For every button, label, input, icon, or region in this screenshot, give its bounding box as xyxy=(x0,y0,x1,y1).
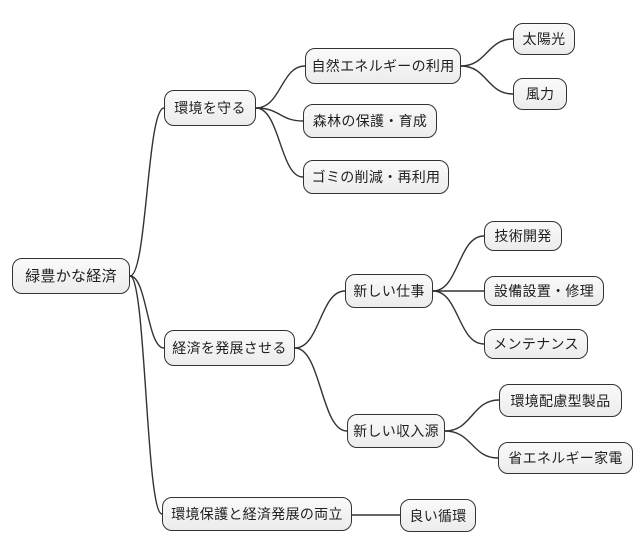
connector-protect-forest xyxy=(255,107,304,122)
node-forest-protection: 森林の保護・育成 xyxy=(303,104,437,138)
node-maintenance: メンテナンス xyxy=(484,329,588,359)
node-equipment-install-repair: 設備設置・修理 xyxy=(484,276,604,306)
node-environment-economy-balance: 環境保護と経済発展の両立 xyxy=(162,497,352,531)
connector-root-protect xyxy=(129,107,165,277)
connector-root-balance xyxy=(129,275,163,515)
connector-new-income-eco-products xyxy=(444,399,500,432)
node-new-income-source: 新しい収入源 xyxy=(347,414,445,448)
node-waste-reduction-reuse: ゴミの削減・再利用 xyxy=(303,160,449,194)
connector-new-jobs-maintenance xyxy=(432,290,485,345)
connector-natural-energy-wind xyxy=(460,65,514,95)
connector-new-jobs-tech-dev xyxy=(432,235,485,292)
node-technology-development: 技術開発 xyxy=(484,221,562,251)
node-wind-power: 風力 xyxy=(513,78,567,110)
node-good-cycle: 良い循環 xyxy=(400,499,476,532)
connector-economy-new-jobs xyxy=(294,290,346,349)
node-develop-economy: 経済を発展させる xyxy=(164,330,295,366)
node-solar-power: 太陽光 xyxy=(513,23,575,55)
node-new-jobs: 新しい仕事 xyxy=(345,274,433,308)
node-natural-energy-use: 自然エネルギーの利用 xyxy=(305,48,461,84)
connector-natural-energy-solar xyxy=(460,38,514,67)
node-eco-friendly-products: 環境配慮型製品 xyxy=(499,384,622,417)
connector-root-economy xyxy=(129,275,165,349)
connector-economy-new-income xyxy=(294,347,348,432)
connector-protect-waste xyxy=(255,107,304,178)
node-protect-environment: 環境を守る xyxy=(164,90,256,126)
node-root-green-economy: 緑豊かな経済 xyxy=(12,258,130,294)
connector-protect-natural-energy xyxy=(255,65,306,109)
connector-new-income-energy-saving xyxy=(444,430,499,459)
node-energy-saving-appliances: 省エネルギー家電 xyxy=(498,442,633,474)
